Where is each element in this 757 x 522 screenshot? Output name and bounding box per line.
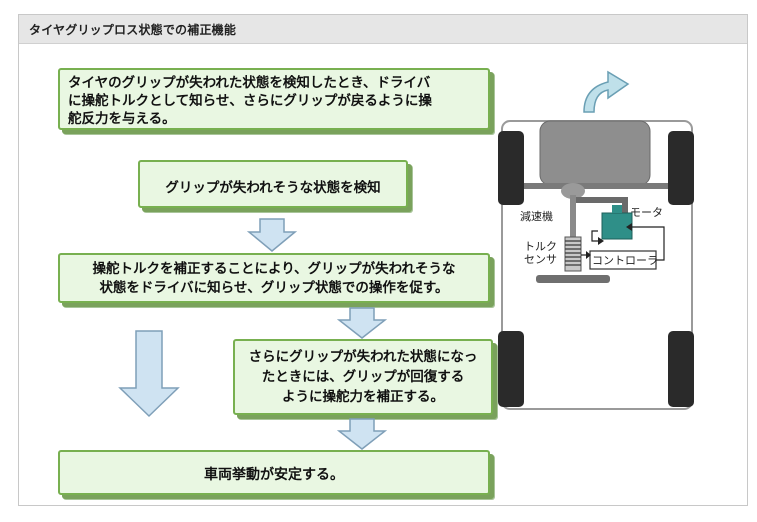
steering-rack — [536, 275, 610, 283]
controller-to-motor-line — [632, 226, 665, 261]
reduction-gear-side — [622, 197, 628, 223]
motor — [601, 212, 633, 240]
flow-box-grip-recovery: さらにグリップが失われた状態になっ たときには、グリップが回復する ように操舵力… — [233, 339, 493, 415]
controller-label: コントローラ — [592, 254, 658, 267]
front-right-wheel — [668, 131, 694, 205]
torque-sensor — [564, 236, 582, 272]
front-axle — [520, 183, 676, 189]
down-arrow-3 — [337, 418, 387, 450]
steering-column — [570, 195, 576, 265]
down-arrow-1 — [247, 218, 297, 252]
rear-right-wheel — [668, 331, 694, 407]
controller-to-motor-arrowhead — [626, 223, 632, 231]
flow-box-stable-text: 車両挙動が安定する。 — [204, 467, 344, 483]
flow-box-grip-recovery-text: さらにグリップが失われた状態になっ たときには、グリップが回復する ように操舵力… — [248, 349, 478, 405]
flow-box-correct-torque-text: 操舵トルクを補正することにより、グリップが失われそうな 状態をドライバに知らせ、… — [92, 261, 456, 296]
down-arrow-long — [118, 330, 180, 418]
panel-header: タイヤグリップロス状態での補正機能 — [19, 15, 747, 44]
turn-arrow-icon — [583, 70, 630, 113]
reducer-label: 減速機 — [520, 210, 553, 223]
flow-box-intro-text: タイヤのグリップが失われた状態を検知したとき、ドライバ に操舵トルクとして知らせ… — [68, 75, 432, 127]
front-left-wheel — [498, 131, 524, 205]
motor-signal-arrowhead — [598, 237, 604, 245]
motor-label: モータ — [630, 206, 663, 219]
flow-box-correct-torque: 操舵トルクを補正することにより、グリップが失われそうな 状態をドライバに知らせ、… — [58, 253, 490, 303]
pinion-joint — [561, 183, 585, 199]
panel-title: タイヤグリップロス状態での補正機能 — [29, 23, 237, 37]
flow-box-detect-text: グリップが失われそうな状態を検知 — [165, 180, 381, 196]
sensor-to-controller-arrowhead — [586, 251, 591, 259]
down-arrow-2 — [337, 307, 387, 339]
motor-signal-line — [591, 230, 600, 242]
engine-block — [539, 120, 651, 186]
reduction-gear — [576, 197, 628, 203]
steering-system-diagram — [498, 120, 694, 410]
flow-box-intro: タイヤのグリップが失われた状態を検知したとき、ドライバ に操舵トルクとして知らせ… — [58, 68, 490, 130]
flow-box-stable: 車両挙動が安定する。 — [58, 450, 490, 495]
motor-shaft — [612, 205, 622, 213]
rear-left-wheel — [498, 331, 524, 407]
torque-sensor-label: トルク センサ — [524, 240, 557, 266]
flow-box-detect: グリップが失われそうな状態を検知 — [138, 160, 408, 208]
